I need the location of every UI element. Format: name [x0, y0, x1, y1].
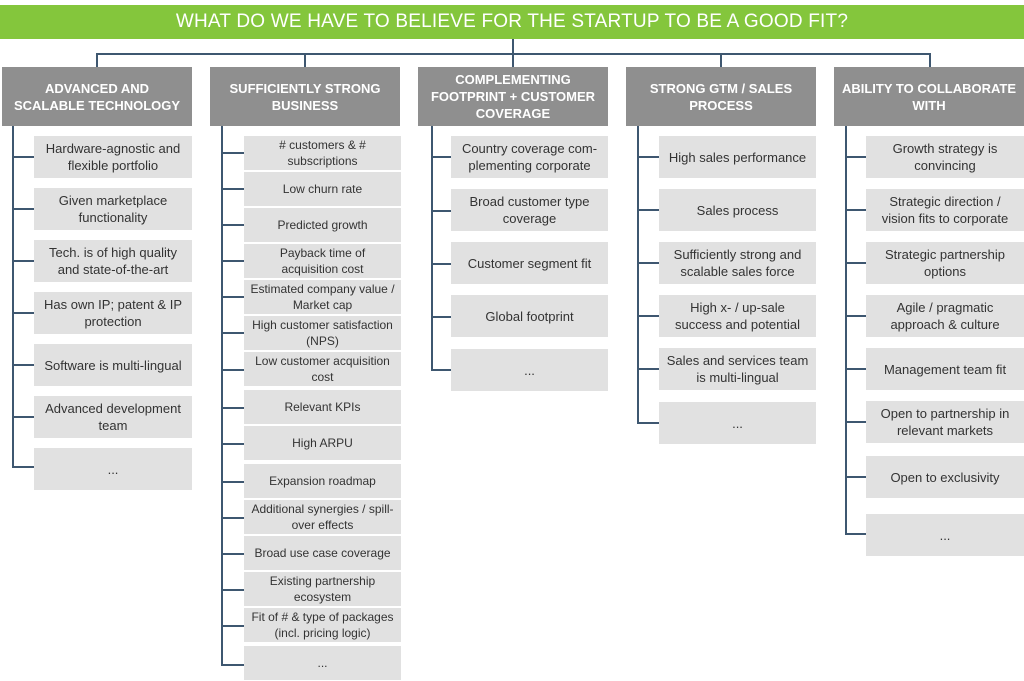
list-item: High ARPU: [244, 426, 401, 460]
list-item: Tech. is of high quality and state-of-th…: [34, 240, 192, 282]
branch-line: [12, 260, 34, 262]
branch-line: [431, 156, 451, 158]
list-item: Sales process: [659, 189, 816, 231]
list-item: Given marketplace functionality: [34, 188, 192, 230]
list-item: Strategic direction / vision fits to cor…: [866, 189, 1024, 231]
list-item: Expansion roadmap: [244, 464, 401, 498]
branch-line: [637, 262, 659, 264]
list-item: Growth strategy is convincing: [866, 136, 1024, 178]
list-item: Country coverage com-plementing corporat…: [451, 136, 608, 178]
branch-line: [845, 315, 866, 317]
list-item: Hardware-agnostic and flexible portfolio: [34, 136, 192, 178]
branch-line: [221, 260, 244, 262]
list-item: Low churn rate: [244, 172, 401, 206]
list-item: ...: [34, 448, 192, 490]
branch-line: [637, 315, 659, 317]
branch-line: [431, 210, 451, 212]
top-connector-stem: [512, 39, 514, 54]
branch-line: [431, 263, 451, 265]
branch-line: [845, 533, 866, 535]
list-item: Global footprint: [451, 295, 608, 337]
column-spine-5: [845, 126, 847, 535]
list-item: Has own IP; patent & IP protection: [34, 292, 192, 334]
branch-line: [845, 262, 866, 264]
branch-line: [637, 209, 659, 211]
branch-line: [221, 407, 244, 409]
branch-line: [221, 152, 244, 154]
column-header-gtm: STRONG GTM / SALES PROCESS: [626, 67, 816, 126]
connector-drop-5: [929, 53, 931, 67]
list-item: Agile / pragmatic approach & culture: [866, 295, 1024, 337]
list-item: ...: [244, 646, 401, 680]
branch-line: [431, 369, 451, 371]
list-item: Sales and services team is multi-lingual: [659, 348, 816, 390]
branch-line: [845, 476, 866, 478]
list-item: ...: [866, 514, 1024, 556]
list-item: Broad customer type coverage: [451, 189, 608, 231]
column-spine-3: [431, 126, 433, 371]
list-item: # customers & # subscriptions: [244, 136, 401, 170]
list-item: Predicted growth: [244, 208, 401, 242]
list-item: Open to exclusivity: [866, 456, 1024, 498]
list-item: Additional synergies / spill-over effect…: [244, 500, 401, 534]
column-spine-1: [12, 126, 14, 468]
list-item: Estimated company value / Market cap: [244, 280, 401, 314]
list-item: Payback time of acquisition cost: [244, 244, 401, 278]
branch-line: [12, 312, 34, 314]
branch-line: [221, 188, 244, 190]
branch-line: [637, 422, 659, 424]
branch-line: [221, 369, 244, 371]
branch-line: [12, 208, 34, 210]
list-item: Advanced development team: [34, 396, 192, 438]
branch-line: [221, 625, 244, 627]
branch-line: [221, 589, 244, 591]
branch-line: [221, 553, 244, 555]
list-item: Sufficiently strong and scalable sales f…: [659, 242, 816, 284]
connector-drop-1: [96, 53, 98, 67]
list-item: Existing partnership ecosystem: [244, 572, 401, 606]
list-item: Broad use case coverage: [244, 536, 401, 570]
column-header-footprint: COMPLEMENTING FOOTPRINT + CUSTOMER COVER…: [418, 67, 608, 126]
list-item: High sales performance: [659, 136, 816, 178]
branch-line: [221, 296, 244, 298]
list-item: Relevant KPIs: [244, 390, 401, 424]
list-item: Strategic partnership options: [866, 242, 1024, 284]
column-header-technology: ADVANCED AND SCALABLE TECHNOLOGY: [2, 67, 192, 126]
branch-line: [845, 156, 866, 158]
list-item: Management team fit: [866, 348, 1024, 390]
list-item: High x- / up-sale success and potential: [659, 295, 816, 337]
branch-line: [845, 421, 866, 423]
column-header-collaborate: ABILITY TO COLLABORATE WITH: [834, 67, 1024, 126]
branch-line: [221, 332, 244, 334]
column-header-business: SUFFICIENTLY STRONG BUSINESS: [210, 67, 400, 126]
branch-line: [221, 664, 244, 666]
branch-line: [12, 364, 34, 366]
connector-drop-2: [304, 53, 306, 67]
branch-line: [221, 517, 244, 519]
list-item: ...: [451, 349, 608, 391]
branch-line: [221, 443, 244, 445]
list-item: Software is multi-lingual: [34, 344, 192, 386]
branch-line: [845, 368, 866, 370]
list-item: Fit of # & type of packages (incl. prici…: [244, 608, 401, 642]
connector-drop-4: [720, 53, 722, 67]
list-item: High customer satisfaction (NPS): [244, 316, 401, 350]
list-item: Customer segment fit: [451, 242, 608, 284]
branch-line: [221, 481, 244, 483]
list-item: Low customer acquisition cost: [244, 352, 401, 386]
list-item: ...: [659, 402, 816, 444]
branch-line: [637, 368, 659, 370]
connector-drop-3: [512, 53, 514, 67]
page-title: WHAT DO WE HAVE TO BELIEVE FOR THE START…: [0, 5, 1024, 39]
column-spine-4: [637, 126, 639, 424]
branch-line: [845, 209, 866, 211]
branch-line: [12, 156, 34, 158]
list-item: Open to partnership in relevant markets: [866, 401, 1024, 443]
branch-line: [637, 156, 659, 158]
branch-line: [431, 316, 451, 318]
branch-line: [221, 224, 244, 226]
branch-line: [12, 466, 34, 468]
column-spine-2: [221, 126, 223, 666]
branch-line: [12, 416, 34, 418]
